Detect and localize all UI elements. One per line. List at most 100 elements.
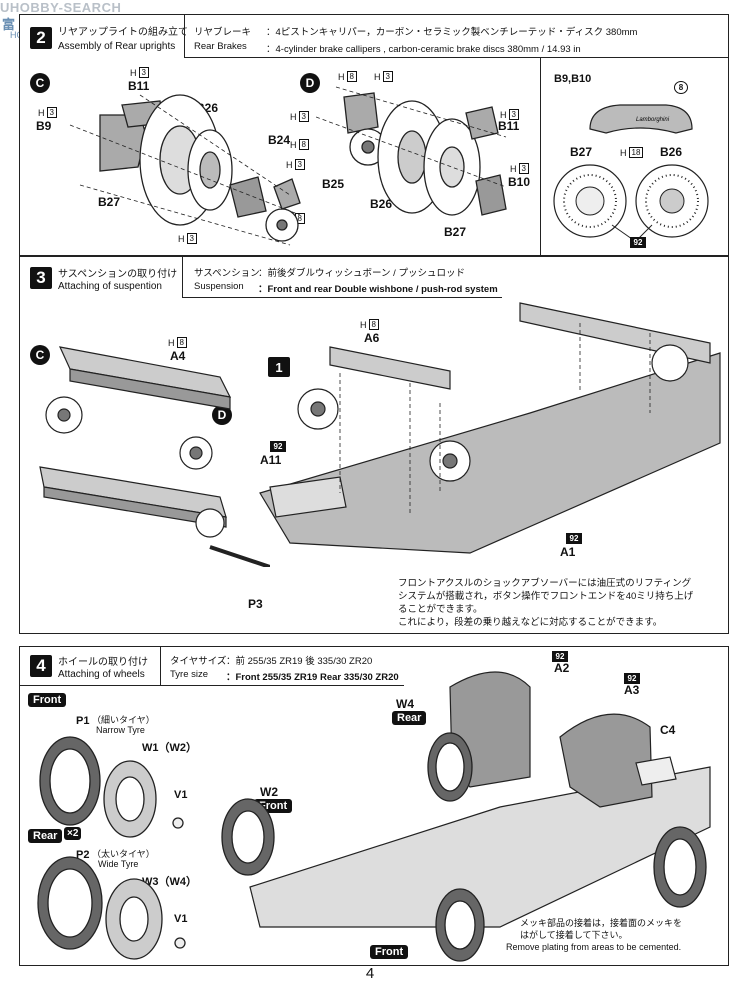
header-underline <box>20 685 404 686</box>
part-p2: P2 <box>76 849 90 861</box>
spec-text-jp: ：前 255/35 ZR19 後 335/30 ZR20 <box>226 656 373 667</box>
part-b26: B26 <box>370 197 393 211</box>
step-number: 4 <box>30 655 52 677</box>
step-title-jp: ホイールの取り付け <box>58 657 148 668</box>
spec-label-jp: サスペンション <box>194 268 260 279</box>
group-d-marker: D <box>300 73 320 93</box>
chassis-wheels-drawing <box>221 671 711 962</box>
inset-title: B9,B10 <box>554 73 592 85</box>
spec-label-en: Tyre size <box>170 669 209 680</box>
rear-tag: Rear <box>392 711 427 725</box>
part-b11: B11 <box>498 119 520 133</box>
spec-label-en: Suspension <box>194 281 244 292</box>
plating-note: メッキ部品の接着は，接着面のメッキを はがして接着して下さい。 Remove p… <box>506 917 726 953</box>
inset-part-b27: B27 <box>570 145 593 159</box>
part-c4: C4 <box>660 723 676 737</box>
step-number: 2 <box>30 27 52 49</box>
part-w2: W2 <box>260 785 278 799</box>
caliper-illustration: Lamborghini <box>589 104 693 134</box>
part-p1: P1 <box>76 715 90 727</box>
p1-en: Narrow Tyre <box>96 725 145 735</box>
spec-text-jp: ：4ピストンキャリパー，カーボン・セラミック製ベンチレーテッド・ディスク 380… <box>266 27 638 38</box>
part-a11: A11 <box>260 453 282 467</box>
step-title-en: Attaching of suspention <box>58 281 162 292</box>
part-a4: A4 <box>170 349 186 363</box>
plating-note-en: Remove plating from areas to be cemented… <box>506 942 682 952</box>
spec-text-jp: ：前後ダブルウィッシュボーン / プッシュロッド <box>258 268 465 279</box>
chassis-drawing <box>259 302 721 554</box>
header-underline <box>184 57 728 58</box>
group-c-marker: C <box>30 345 50 365</box>
step-number: 3 <box>30 267 52 289</box>
quantity-x2: ×2 <box>64 827 82 840</box>
plating-note-jp-2: はがして接着して下さい。 <box>520 930 628 940</box>
inset-part-b26: B26 <box>660 145 683 159</box>
brake-disc-illustration <box>553 164 709 240</box>
part-a2: A2 <box>554 661 570 675</box>
caliper-brand-text: Lamborghini <box>636 117 670 123</box>
part-p3: P3 <box>248 597 263 611</box>
part-a3: A3 <box>624 683 640 697</box>
step-title-en: Attaching of wheels <box>58 669 145 680</box>
group-d-marker: D <box>212 405 232 425</box>
front-tag: Front <box>28 693 67 707</box>
step-title-jp: リヤアップライトの組み立て <box>58 27 188 38</box>
paint-92-marker: 92 <box>552 651 568 662</box>
part-b27: B27 <box>98 195 121 209</box>
spec-label-jp: リヤブレーキ <box>194 27 252 38</box>
part-w1-w2: W1（W2） <box>142 742 197 754</box>
watermark-cn: 富 <box>2 17 16 32</box>
paint-92-marker: 92 <box>270 441 286 452</box>
step-4-section: 4 ホイールの取り付け Attaching of wheels タイヤサイズ T… <box>19 646 729 966</box>
wheel-assembly-drawing <box>37 736 186 960</box>
page-number: 4 <box>365 965 375 982</box>
part-a1: A1 <box>560 545 576 559</box>
step-title-en: Assembly of Rear uprights <box>58 41 176 52</box>
p2-en: Wide Tyre <box>98 859 139 869</box>
part-b25: B25 <box>322 177 345 191</box>
paint-92-marker: 92 <box>624 673 640 684</box>
step-2-section: 2 リヤアップライトの組み立て Assembly of Rear upright… <box>19 14 729 256</box>
inset-divider <box>540 57 541 255</box>
front-tag: Front <box>370 945 409 959</box>
spec-text-en: ：4-cylinder brake callipers , carbon-cer… <box>266 44 581 55</box>
spec-label-jp: タイヤサイズ <box>170 656 227 667</box>
paint-92-marker: 92 <box>630 237 646 248</box>
paint-8-marker: 8 <box>674 81 688 94</box>
part-w4: W4 <box>396 697 414 711</box>
header-divider <box>184 15 185 57</box>
part-v1: V1 <box>174 789 188 801</box>
header-underline <box>182 297 502 298</box>
part-a6: A6 <box>364 331 380 345</box>
header-divider <box>160 647 161 685</box>
part-b9: B9 <box>36 119 52 133</box>
plating-note-jp-1: メッキ部品の接着は，接着面のメッキを <box>520 918 683 928</box>
part-b11: B11 <box>128 79 150 93</box>
suspension-note: フロントアクスルのショックアブソーバーには油圧式のリフティング システムが搭載さ… <box>398 578 694 628</box>
rear-upright-d-drawing <box>316 86 507 216</box>
part-b27: B27 <box>444 225 467 239</box>
step-title-jp: サスペンションの取り付け <box>58 269 178 280</box>
spec-label-en: Rear Brakes <box>194 41 247 52</box>
watermark-site: UHOBBY-SEARCH <box>0 0 122 15</box>
part-b24: B24 <box>268 133 291 147</box>
step-3-section: 3 サスペンションの取り付け Attaching of suspention サ… <box>19 256 729 634</box>
spec-text-en: ：Front and rear Double wishbone / push-r… <box>258 284 498 295</box>
rear-tag: Rear <box>28 829 63 843</box>
part-w3-w4: W3（W4） <box>142 876 197 888</box>
sub-step-1-marker: 1 <box>268 357 290 377</box>
rear-upright-c-drawing <box>69 94 301 246</box>
